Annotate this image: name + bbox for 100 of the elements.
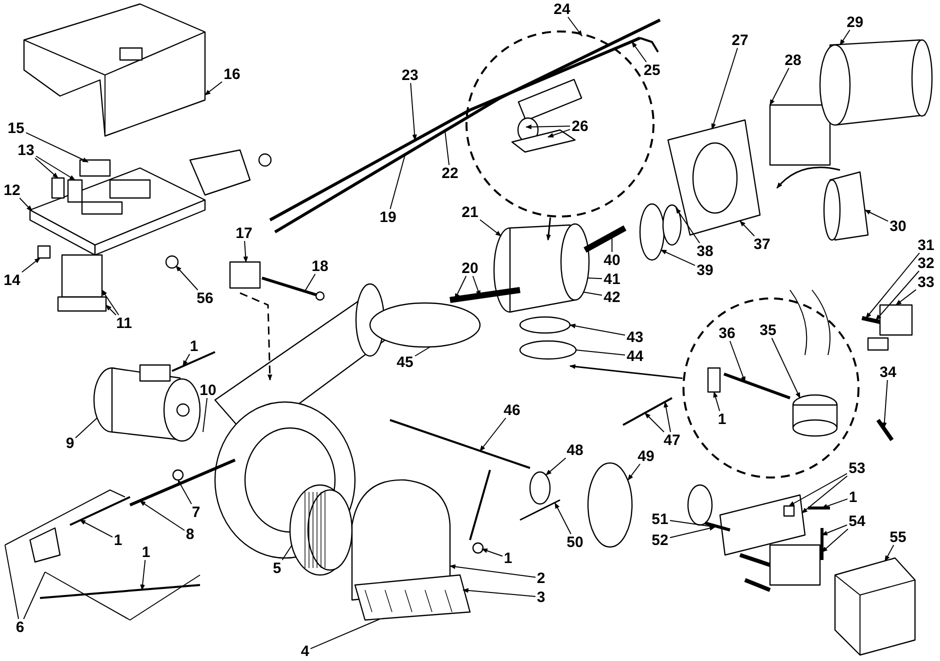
- callout-number: 7: [190, 504, 202, 520]
- callout-number: 32: [916, 255, 936, 271]
- leader-line: [569, 324, 626, 336]
- leader-line: [770, 68, 790, 106]
- leader-line: [243, 240, 248, 263]
- leader-line: [676, 208, 700, 244]
- leader-line: [632, 42, 647, 62]
- callout-number: 3: [536, 589, 546, 605]
- callout-number: 6: [14, 619, 26, 635]
- callout-number: 46: [502, 402, 522, 418]
- callout-number: 25: [642, 62, 662, 78]
- leader-line: [23, 572, 46, 620]
- leader-line: [106, 304, 116, 316]
- callout-number: 41: [602, 271, 622, 287]
- callout-number: 1: [848, 489, 858, 505]
- leader-line: [864, 210, 888, 222]
- callout-number: 1: [140, 544, 152, 560]
- callout-number: 54: [848, 513, 866, 529]
- callout-number: 48: [566, 442, 584, 458]
- leader-line: [102, 290, 120, 316]
- callout-number: 39: [696, 262, 714, 278]
- leader-line: [567, 16, 582, 36]
- callout-number: 36: [718, 325, 736, 341]
- callout-number: 49: [636, 448, 656, 464]
- callout-number: 56: [196, 290, 214, 306]
- leader-line: [660, 250, 696, 266]
- leader-line: [788, 473, 848, 506]
- callout-number: 50: [566, 534, 584, 550]
- leader-line: [821, 524, 848, 536]
- leader-line: [481, 548, 503, 557]
- callout-number: 53: [848, 460, 866, 476]
- leader-line: [729, 340, 746, 383]
- leader-line: [140, 560, 146, 591]
- leader-line: [713, 391, 720, 412]
- callout-number: 20: [460, 260, 480, 276]
- callout-number: 45: [396, 354, 414, 370]
- leader-line: [36, 156, 76, 180]
- callout-number: 24: [552, 1, 572, 17]
- leader-line: [282, 544, 292, 560]
- leader-line: [410, 82, 417, 141]
- leader-line: [204, 81, 222, 96]
- callout-number: 44: [626, 348, 644, 364]
- leader-line: [882, 380, 888, 429]
- leader-line: [822, 528, 848, 552]
- leader-line: [588, 278, 602, 280]
- leader-line: [821, 498, 848, 508]
- callout-number: 26: [570, 118, 590, 134]
- leader-line: [884, 544, 894, 562]
- leader-line: [664, 401, 672, 432]
- leader-line: [547, 128, 570, 138]
- callout-number: 11: [115, 315, 133, 331]
- leader-line: [840, 30, 850, 46]
- leader-line: [75, 418, 98, 438]
- callout-number: 34: [878, 364, 898, 380]
- leader-line: [670, 526, 716, 538]
- leader-line: [176, 266, 198, 290]
- callout-number: 23: [400, 67, 420, 83]
- callout-number: 35: [758, 322, 778, 338]
- leader-line: [19, 198, 32, 212]
- callout-number: 28: [784, 52, 802, 68]
- callout-number: 10: [198, 382, 218, 398]
- leader-line: [866, 252, 920, 318]
- leader-line: [449, 564, 536, 578]
- leader-line: [26, 132, 89, 162]
- callout-number: 21: [460, 204, 480, 220]
- leader-line: [480, 418, 506, 452]
- leader-line: [444, 130, 450, 166]
- callout-number: 2: [536, 570, 546, 586]
- callout-number: 47: [662, 432, 682, 448]
- leader-line: [771, 338, 800, 399]
- callout-number: 4: [300, 643, 310, 659]
- leader-line: [802, 476, 848, 514]
- callout-number: 14: [2, 272, 22, 288]
- callout-number: 52: [650, 532, 670, 548]
- leader-line: [22, 258, 40, 273]
- leader-line: [304, 274, 316, 292]
- callout-number: 5: [272, 560, 282, 576]
- callout-number: 29: [846, 14, 864, 30]
- leader-line: [182, 354, 190, 367]
- leader-line: [525, 124, 570, 130]
- leader-line: [310, 618, 380, 650]
- leader-line: [178, 479, 192, 504]
- callout-number: 12: [2, 182, 22, 198]
- leader-line: [896, 289, 916, 306]
- callout-number: 30: [888, 218, 908, 234]
- callout-number: 43: [626, 329, 644, 345]
- leader-line: [546, 458, 566, 476]
- callout-number: 55: [888, 529, 908, 545]
- callout-number: 33: [916, 274, 936, 290]
- callout-number: 37: [752, 236, 772, 252]
- leader-line: [140, 500, 185, 531]
- callout-number: 1: [502, 550, 514, 566]
- callout-number: 31: [916, 237, 936, 253]
- callout-number: 42: [602, 289, 622, 305]
- leader-line: [644, 412, 664, 432]
- leader-line: [576, 350, 626, 356]
- arrow: [569, 364, 683, 380]
- leader-line: [711, 48, 738, 130]
- leader-line: [480, 219, 502, 236]
- leader-line: [582, 292, 602, 296]
